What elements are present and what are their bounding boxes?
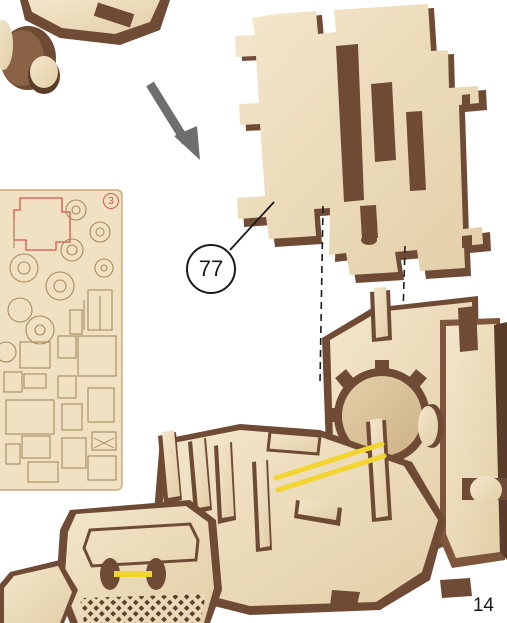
arrow-down-right-icon xyxy=(150,84,200,160)
sheet-number-badge: 3 xyxy=(103,193,119,209)
part-callout-77: 77 xyxy=(186,244,236,294)
part-77-frame xyxy=(235,4,491,283)
previous-assembly-fragment xyxy=(0,0,170,94)
parts-sheet xyxy=(0,190,122,490)
page-number: 14 xyxy=(473,595,494,617)
